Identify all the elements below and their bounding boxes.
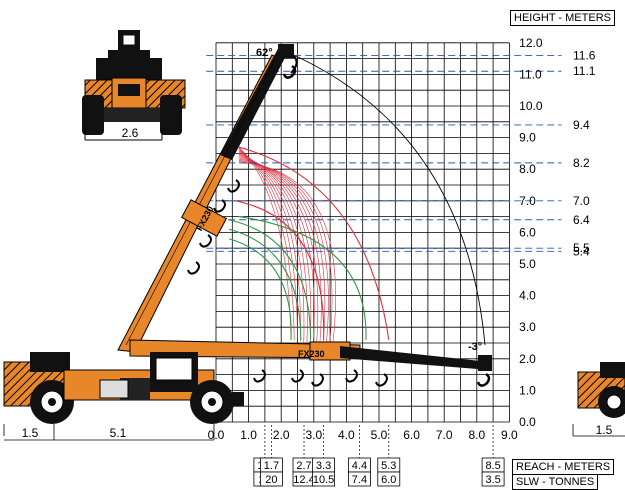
x-tick-label: 1.0 — [240, 428, 257, 442]
load-table: 1.5231.7202.712.43.310.54.47.45.36.08.53… — [253, 457, 505, 487]
hatch-arc — [238, 162, 336, 347]
height-mark-label: 5.5 — [573, 241, 590, 255]
y-tick-label: 11.0 — [519, 67, 542, 81]
y-tick-label: 3.0 — [519, 320, 536, 334]
slw-value: 12.4 — [293, 474, 314, 486]
slw-value: 20 — [265, 474, 277, 486]
max-angle-label: 62° — [256, 47, 273, 59]
reach-value: 1.7 — [264, 460, 279, 472]
y-tick-label: 9.0 — [519, 131, 536, 145]
y-tick-label: 7.0 — [519, 194, 536, 208]
height-mark-label: 11.1 — [573, 64, 596, 78]
red-arc-outer — [238, 146, 390, 340]
side-dim-a: 1.5 — [22, 426, 39, 440]
y-tick-label: 8.0 — [519, 162, 536, 176]
green-arc-1 — [238, 216, 367, 340]
height-mark-label: 5.4 — [573, 244, 590, 258]
reach-meters-title: REACH - METERS — [512, 459, 615, 475]
x-tick-label: 8.0 — [468, 428, 485, 442]
height-mark-label: 9.4 — [573, 118, 590, 132]
boom-label-plate — [180, 199, 228, 237]
slw-tonnes-title: SLW - TONNES — [512, 474, 599, 490]
height-dashes: 11.6 11.1 9.4 8.2 7.0 6.4 5.55.4 — [206, 48, 596, 258]
boom-model-horizontal: FX230 — [298, 349, 325, 359]
slw-value: 10.5 — [313, 474, 334, 486]
x-tick-label: 3.0 — [305, 428, 322, 442]
boom-mid-positions — [187, 179, 240, 275]
slw-cell — [348, 471, 371, 487]
y-tick-label: 1.0 — [519, 383, 536, 397]
slw-cell — [312, 471, 335, 487]
y-tick-label: 6.0 — [519, 225, 536, 239]
hatch-arc — [238, 158, 326, 345]
x-tick-label: 2.0 — [273, 428, 290, 442]
reach-value: 2.7 — [296, 460, 311, 472]
side-view-machine — [3, 352, 244, 424]
slw-value: 3.5 — [485, 474, 500, 486]
height-mark-label: 6.4 — [573, 213, 590, 227]
reach-leader-lines — [264, 425, 494, 458]
slw-value: 7.4 — [352, 474, 367, 486]
x-tick-label: 0.0 — [208, 428, 225, 442]
slw-cell — [377, 471, 401, 487]
y-tick-label: 12.0 — [519, 36, 543, 50]
reach-value: 3.3 — [316, 460, 331, 472]
x-axis-labels: 0.0 1.0 2.0 3.0 4.0 5.0 6.0 7.0 8.0 9.0 — [208, 428, 518, 442]
side-dim-b: 5.1 — [110, 426, 127, 440]
height-mark-label: 8.2 — [573, 156, 590, 170]
y-tick-label: 0.0 — [519, 415, 536, 429]
y-tick-label: 10.0 — [519, 99, 543, 113]
side-view-machine-partial — [572, 362, 625, 437]
front-width-label: 2.6 — [122, 126, 139, 140]
front-view-machine — [82, 30, 186, 141]
y-tick-label: 5.0 — [519, 257, 536, 271]
load-arcs — [228, 146, 390, 347]
min-angle-label: -3° — [468, 341, 482, 353]
slw-cell — [260, 471, 283, 487]
y-axis-labels: 0.0 1.0 2.0 3.0 4.0 5.0 6.0 7.0 8.0 9.0 10.0 11.0 12… — [519, 36, 543, 429]
slw-value: 6.0 — [381, 474, 396, 486]
height-mark-label: 11.6 — [573, 48, 596, 62]
side-dim-c: 1.5 — [596, 423, 613, 437]
x-tick-label: 9.0 — [501, 428, 518, 442]
x-tick-label: 4.0 — [338, 428, 355, 442]
green-arc-3 — [228, 228, 302, 340]
hatch-arc — [238, 149, 298, 341]
x-tick-label: 6.0 — [403, 428, 420, 442]
max-reach-arc — [286, 51, 486, 346]
x-tick-label: 7.0 — [436, 428, 453, 442]
red-arc-inner — [235, 200, 325, 340]
height-mark-label: 7.0 — [573, 194, 590, 208]
green-arc-4 — [228, 238, 292, 340]
side-dimension-lines — [3, 424, 215, 441]
reach-value: 4.4 — [352, 460, 367, 472]
reach-value: 5.3 — [381, 460, 396, 472]
height-meters-title: HEIGHT - METERS — [510, 10, 615, 26]
x-tick-label: 5.0 — [371, 428, 388, 442]
y-tick-label: 2.0 — [519, 352, 536, 366]
green-arc-2 — [228, 219, 312, 340]
reach-value: 8.5 — [485, 460, 500, 472]
slw-cell — [481, 471, 505, 487]
y-tick-label: 4.0 — [519, 289, 536, 303]
